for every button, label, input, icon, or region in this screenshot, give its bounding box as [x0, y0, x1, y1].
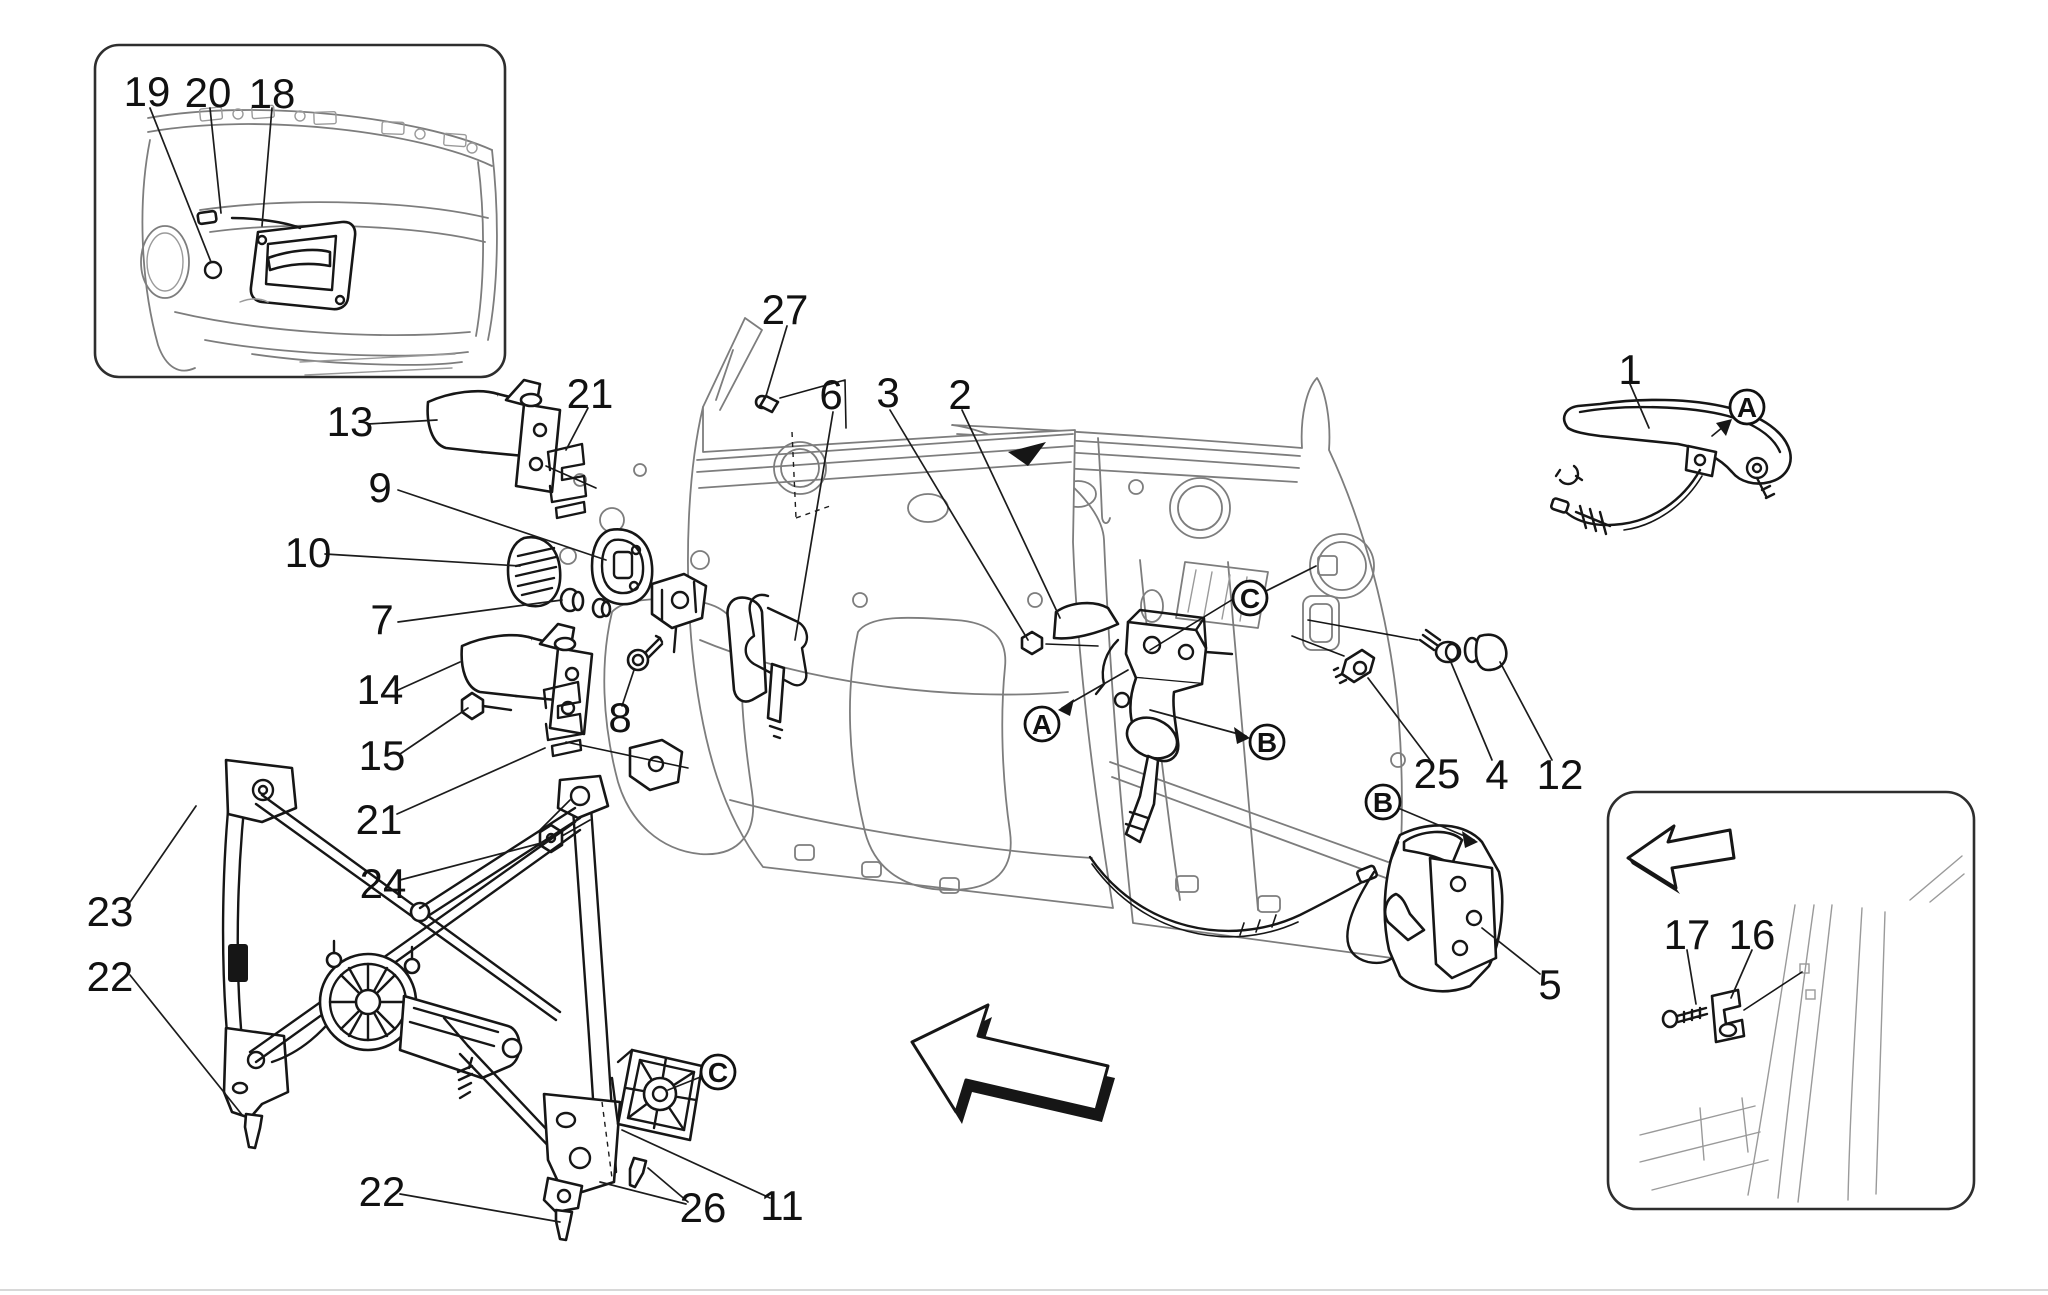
- callout-10: 10: [285, 529, 332, 576]
- callout-23: 23: [87, 888, 134, 935]
- section-letter-text: A: [1032, 709, 1052, 740]
- callout-22b: 22: [359, 1168, 406, 1215]
- interior-release-lever: [1052, 601, 1120, 640]
- callout-20: 20: [185, 69, 232, 116]
- bolt-17: [1661, 1006, 1709, 1029]
- callout-25: 25: [1414, 750, 1461, 797]
- bolt-25: [1291, 635, 1376, 685]
- callout-12: 12: [1537, 751, 1584, 798]
- section-letter-text: B: [1257, 727, 1277, 758]
- retaining-clip: [1554, 464, 1584, 486]
- section-letter-text: A: [1737, 392, 1757, 423]
- section-letter-B-latch: B: [1364, 783, 1402, 821]
- door-lock-mechanism: [1020, 589, 1249, 844]
- bolt-22b: [554, 1208, 574, 1242]
- screw-8: [626, 634, 664, 672]
- callout-18: 18: [249, 70, 296, 117]
- bracket-16: [1710, 988, 1746, 1044]
- callout-13: 13: [327, 398, 374, 445]
- door-latch: [1383, 824, 1504, 993]
- section-letter-A-door: A: [1023, 705, 1061, 743]
- cable-boot: [456, 1056, 474, 1100]
- callout-19: 19: [124, 68, 171, 115]
- window-regulator-left: [221, 758, 582, 1150]
- inset-direction-arrow: [1626, 824, 1736, 890]
- section-letters: A A B B C C: [699, 388, 1766, 1091]
- callout-8: 8: [608, 694, 631, 741]
- cable-end-fitting: [1574, 504, 1612, 536]
- inset-interior-panel: [93, 43, 507, 379]
- callout-21a: 21: [567, 370, 614, 417]
- section-letter-circle: [699, 1053, 737, 1091]
- section-letter-circle: [1728, 388, 1766, 426]
- regulator-sector-plate: [610, 1048, 704, 1142]
- callout-6: 6: [819, 371, 842, 418]
- inset-door-jamb: [1606, 790, 1976, 1211]
- gasket-9: [590, 528, 654, 606]
- section-letter-circle: [1248, 723, 1286, 761]
- exterior-door-handle: [1550, 398, 1792, 536]
- section-letter-A-handle: A: [1728, 388, 1766, 426]
- callout-21b: 21: [356, 796, 403, 843]
- section-letter-C-regulator: C: [699, 1053, 737, 1091]
- section-letter-text: B: [1373, 787, 1393, 818]
- door-stop-14: [460, 622, 594, 736]
- pin-27: [754, 379, 847, 519]
- leader-lines: [127, 107, 1753, 1223]
- callout-26: 26: [680, 1184, 727, 1231]
- callout-11: 11: [760, 1182, 804, 1229]
- callout-9: 9: [368, 464, 391, 511]
- pad-10: [506, 535, 562, 608]
- grommet-19: [203, 260, 223, 280]
- callout-7: 7: [370, 596, 393, 643]
- callout-17: 17: [1664, 911, 1711, 958]
- callout-15: 15: [359, 732, 406, 779]
- callout-4: 4: [1485, 751, 1508, 798]
- section-letter-circle: [1023, 705, 1061, 743]
- callout-27: 27: [762, 286, 809, 333]
- hinge-lower: [628, 738, 684, 792]
- section-letter-circle: [1364, 783, 1402, 821]
- check-strap-6: [726, 593, 809, 740]
- callout-2: 2: [948, 371, 971, 418]
- callout-1: 1: [1618, 346, 1641, 393]
- direction-arrow: [910, 1003, 1115, 1124]
- retainer-clip-21a: [546, 442, 588, 520]
- bolt-26: [628, 1156, 648, 1189]
- callout-3: 3: [876, 369, 899, 416]
- screw-4: [1307, 619, 1462, 664]
- cap-12: [1463, 633, 1508, 672]
- section-letter-circle: [1231, 579, 1269, 617]
- section-letter-text: C: [1240, 583, 1260, 614]
- section-letter-C-door: C: [1231, 579, 1269, 617]
- handle-cable: [230, 216, 302, 230]
- nut-15: [460, 691, 513, 721]
- retainer-clip-21b: [542, 680, 689, 769]
- bolt-22a: [243, 1112, 264, 1150]
- section-letter-text: C: [708, 1057, 728, 1088]
- window-regulator-right: [418, 774, 704, 1242]
- callout-16: 16: [1729, 911, 1776, 958]
- callout-14: 14: [357, 666, 404, 713]
- leader-arrowheads: [1058, 419, 1732, 848]
- callout-5: 5: [1538, 961, 1561, 1008]
- callout-22a: 22: [87, 953, 134, 1000]
- hinge-upper: [650, 572, 708, 654]
- callout-24: 24: [360, 860, 407, 907]
- section-letter-B-door: B: [1248, 723, 1286, 761]
